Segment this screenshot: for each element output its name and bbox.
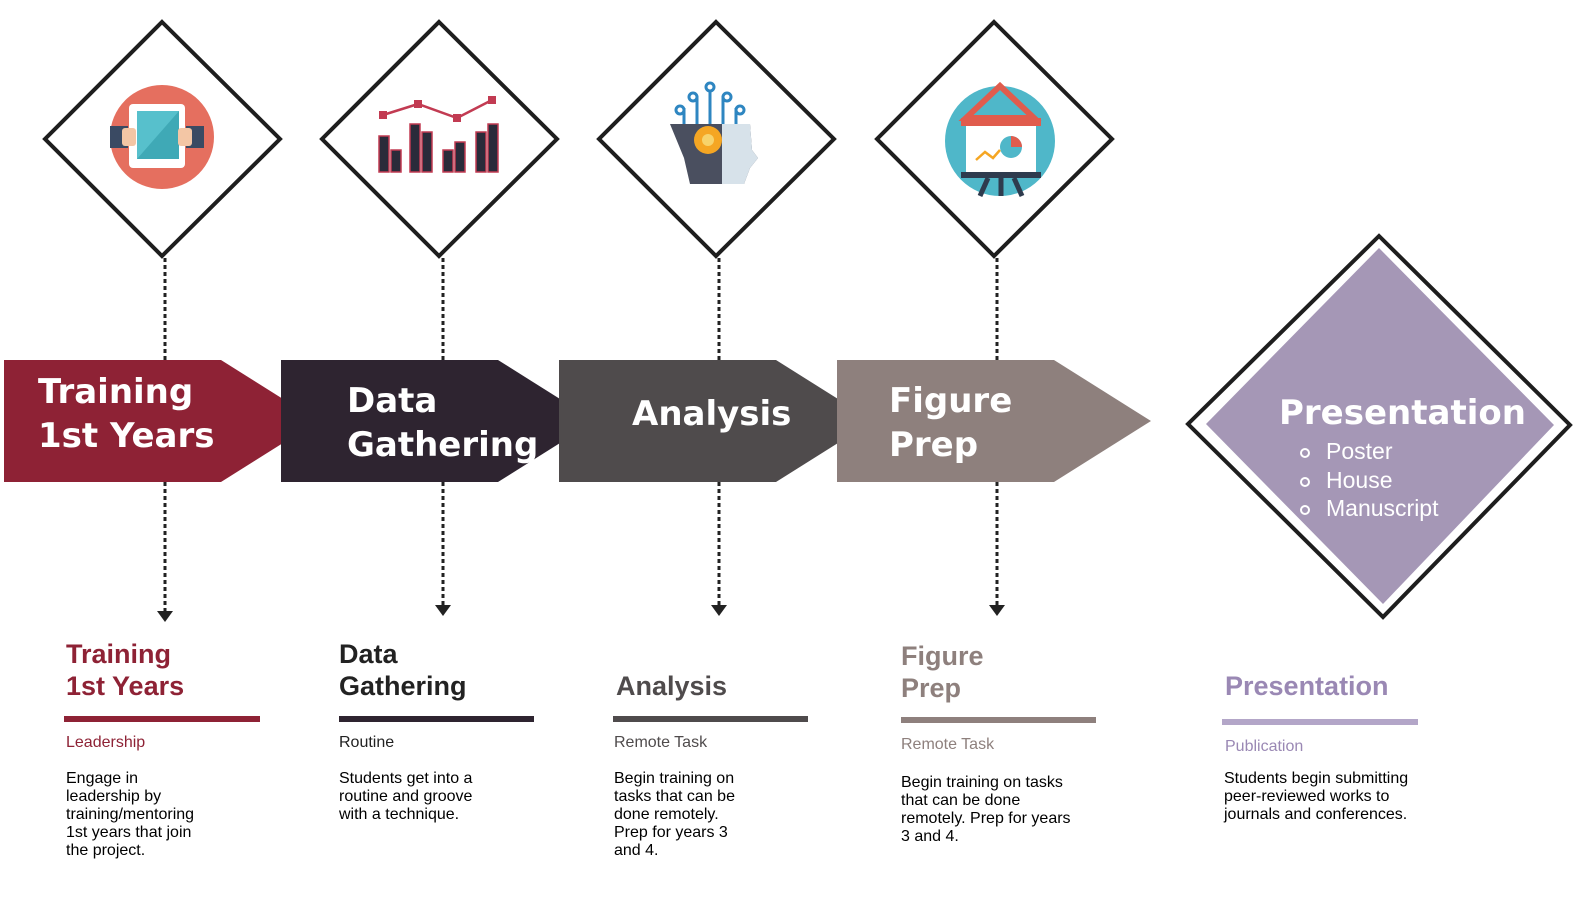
detail-presentation-line: Students begin submitting [1224,770,1409,787]
detail-presentation-title-line1: Presentation [1225,671,1389,701]
detail-presentation-body: Students begin submitting peer-reviewed … [1224,770,1408,824]
flow-arrows [4,360,1151,482]
presentation-output-list: Poster House Manuscript [1296,437,1438,523]
connector-arrowheads [157,605,1005,622]
step-training-label: Training 1st Years [38,370,215,458]
detail-analysis-title: Analysis [616,670,727,702]
detail-figure-prep-body: Begin training on tasks that can be done… [901,774,1071,846]
detail-training-body: Engage in leadership by training/mentori… [66,770,194,860]
detail-training-subtitle: Leadership [66,734,146,751]
ai-head-circuit-icon [670,81,758,184]
detail-presentation-line: peer-reviewed works to [1224,788,1390,805]
detail-training-title: Training 1st Years [66,638,184,702]
detail-figure-prep-title-line2: Prep [901,673,962,703]
step-data-gathering-line2: Gathering [347,425,539,465]
detail-underlines [64,716,1418,725]
arrow-training [4,360,318,482]
detail-data-gathering-line: Students get into a [339,770,473,787]
detail-training-title-line1: Training [66,639,172,669]
detail-analysis-line: Begin training on [614,770,735,787]
detail-training-line: training/mentoring [66,806,195,823]
detail-analysis-body: Begin training on tasks that can be done… [614,770,735,860]
tablet-handshake-icon [110,85,214,189]
step-data-gathering-line1: Data [347,381,438,421]
detail-training-line: Engage in [66,770,139,787]
detail-data-gathering-line: routine and groove [339,788,473,805]
presentation-easel-icon [945,81,1055,198]
detail-data-gathering-title: Data Gathering [339,638,467,702]
step-analysis-label: Analysis [632,392,791,436]
detail-data-gathering-title-line2: Gathering [339,671,467,701]
step-training-line1: Training [38,372,194,412]
detail-figure-prep-line: that can be done [901,792,1021,809]
detail-figure-prep-title-line1: Figure [901,641,984,671]
step-figure-prep-line2: Prep [889,425,979,465]
detail-analysis-line: and 4. [614,842,659,859]
connectors [163,258,999,612]
detail-figure-prep-line: remotely. Prep for years [901,810,1071,827]
detail-presentation-title: Presentation [1225,670,1389,702]
detail-presentation-line: journals and conferences. [1224,806,1408,823]
detail-training-line: 1st years that join [66,824,192,841]
detail-analysis-line: tasks that can be [614,788,735,805]
bar-line-chart-icon [378,96,499,173]
presentation-item-house: House [1296,466,1438,495]
detail-training-line: the project. [66,842,146,859]
presentation-item-poster: Poster [1296,437,1438,466]
step-figure-prep-label: Figure Prep [889,379,1012,467]
presentation-diamond [1185,233,1573,620]
detail-analysis-line: Prep for years 3 [614,824,728,841]
detail-training-line: leadership by [66,788,162,805]
step-training-line2: 1st Years [38,416,215,456]
detail-figure-prep-line: 3 and 4. [901,828,959,845]
detail-training-title-line2: 1st Years [66,671,185,701]
detail-data-gathering-line: with a technique. [339,806,460,823]
detail-figure-prep-title: Figure Prep [901,640,984,704]
detail-figure-prep-subtitle: Remote Task [901,736,995,753]
step-data-gathering-label: Data Gathering [347,379,538,467]
step-analysis-line1: Analysis [632,394,792,434]
arrow-analysis [559,360,873,482]
detail-presentation-subtitle: Publication [1225,738,1304,755]
detail-analysis-title-line1: Analysis [616,671,728,701]
detail-data-gathering-title-line1: Data [339,639,398,669]
detail-analysis-subtitle: Remote Task [614,734,708,751]
presentation-item-manuscript: Manuscript [1296,494,1438,523]
detail-figure-prep-line: Begin training on tasks [901,774,1063,791]
arrow-figure-prep [837,360,1151,482]
detail-analysis-line: done remotely. [614,806,719,823]
detail-data-gathering-subtitle: Routine [339,734,395,751]
step-figure-prep-line1: Figure [889,381,1013,421]
detail-data-gathering-body: Students get into a routine and groove w… [339,770,472,824]
step-presentation-title: Presentation [1279,393,1526,433]
arrow-data-gathering [281,360,595,482]
